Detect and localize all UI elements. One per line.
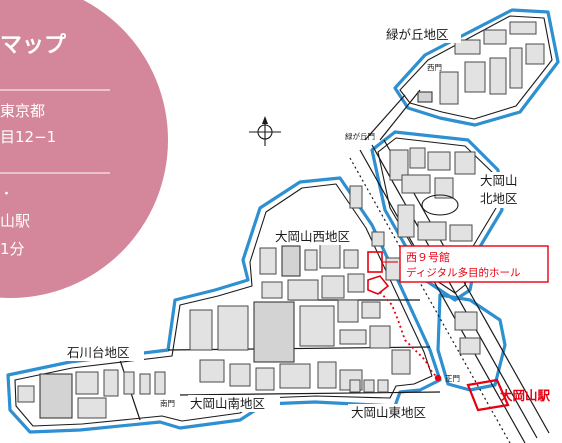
buildings-east bbox=[349, 311, 481, 393]
label-midorigaoka[interactable]: 緑が丘地区 bbox=[386, 27, 449, 42]
district-labels: 緑が丘地区 大岡山 北地区 大岡山西地区 石川台地区 大岡山南地区 大岡山東地区 bbox=[64, 26, 524, 421]
buildings-south bbox=[189, 299, 391, 391]
callout-box bbox=[399, 245, 549, 283]
callout-line2: ディジタル多目的ホール bbox=[406, 266, 521, 279]
label-main-gate: 正門 bbox=[445, 374, 460, 383]
label-midorigaoka-gate: 緑が丘門 bbox=[345, 131, 375, 141]
label-ookayama-west[interactable]: 大岡山西地区 bbox=[275, 229, 350, 244]
route-end-dot bbox=[434, 374, 442, 382]
panel-station: 山駅 bbox=[0, 212, 30, 230]
label-south-gate: 南門 bbox=[160, 398, 175, 408]
info-panel: マップ 東京都 目12−1 ・ 山駅 1分 bbox=[0, 0, 168, 298]
buildings-midorigaoka bbox=[417, 21, 545, 105]
buildings-ishikawadai bbox=[17, 369, 166, 419]
panel-minutes: 1分 bbox=[0, 240, 25, 258]
label-station[interactable]: 大岡山駅 bbox=[500, 388, 551, 403]
label-west-gate: 西門 bbox=[427, 63, 442, 72]
info-panel-circle bbox=[0, 0, 168, 298]
station-marker[interactable] bbox=[466, 378, 510, 412]
panel-title: マップ bbox=[0, 33, 67, 58]
compass-north-icon bbox=[249, 116, 281, 146]
buildings-west bbox=[259, 185, 401, 301]
gate-labels: 西門 緑が丘門 正門 南門 bbox=[160, 63, 460, 408]
panel-access-dot: ・ bbox=[0, 187, 13, 202]
label-ookayama-south[interactable]: 大岡山南地区 bbox=[190, 396, 265, 411]
label-ookayama-east[interactable]: 大岡山東地区 bbox=[351, 405, 426, 420]
walking-route bbox=[379, 291, 439, 379]
label-ishikawadai[interactable]: 石川台地区 bbox=[67, 345, 130, 360]
target-building bbox=[367, 251, 398, 295]
callout-line1: 西９号館 bbox=[406, 250, 450, 264]
panel-address-line1: 東京都 bbox=[0, 102, 45, 120]
campus-boundary bbox=[6, 8, 560, 434]
label-ookayama-north-2[interactable]: 北地区 bbox=[480, 191, 518, 206]
callout-target[interactable]: 西９号館 ディジタル多目的ホール bbox=[399, 245, 549, 283]
label-ookayama-north-1[interactable]: 大岡山 bbox=[480, 173, 518, 188]
panel-address-line2: 目12−1 bbox=[0, 128, 56, 146]
